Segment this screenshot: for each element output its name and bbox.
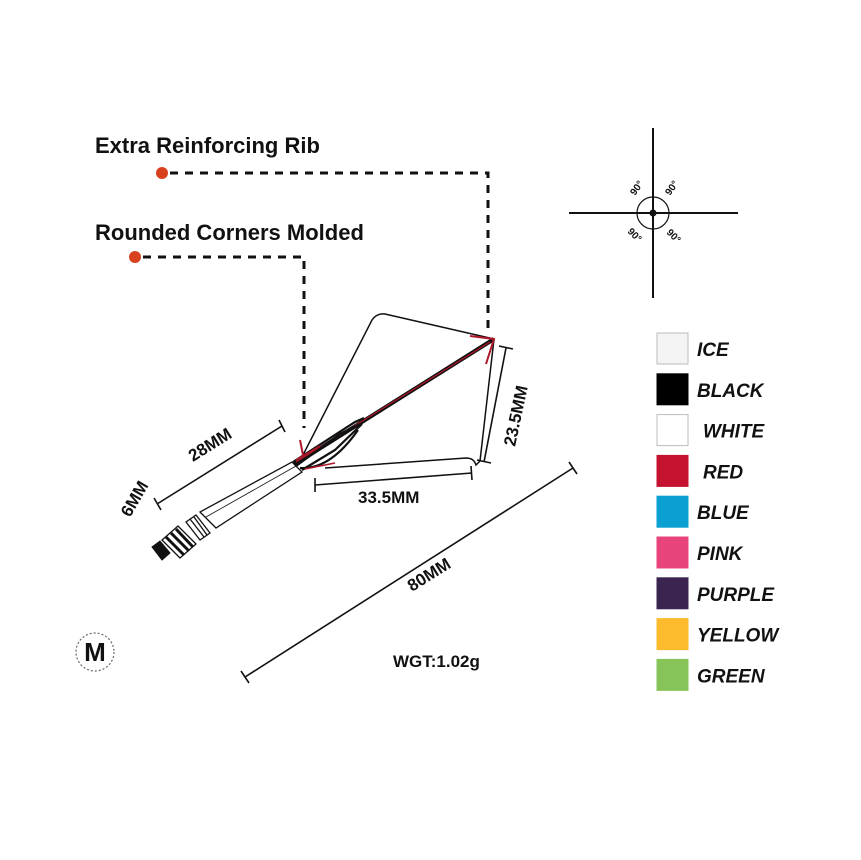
swatch-red [656, 454, 689, 487]
swatch-label-black: BLACK [697, 381, 765, 402]
swatch-label-green: GREEN [697, 666, 766, 687]
shaft-body [198, 461, 304, 529]
dim-overall [240, 461, 578, 684]
swatch-ice [656, 332, 689, 365]
swatch-label-ice: ICE [697, 340, 730, 361]
shaft-collar [185, 514, 211, 541]
swatch-green [656, 658, 689, 691]
swatch-yellow [656, 618, 689, 651]
flight-cage [292, 416, 365, 471]
dart-drawing [151, 313, 496, 561]
swatch-white [656, 414, 689, 447]
dim-thread-label: 6MM [117, 478, 152, 520]
callout-corners-label: Rounded Corners Molded [95, 220, 364, 245]
callout-corners-dot [129, 251, 141, 263]
swatch-label-purple: PURPLE [697, 585, 775, 606]
swatch-label-yellow: YELLOW [697, 626, 780, 647]
swatch-pink [656, 536, 689, 569]
callout-rib-leader [170, 171, 490, 335]
callout-rib-label: Extra Reinforcing Rib [95, 133, 320, 158]
swatch-label-pink: PINK [697, 544, 744, 565]
angle-label-bottom-right: 90° [664, 227, 682, 245]
angle-label-bottom-left: 90° [625, 226, 643, 244]
swatch-black [656, 373, 689, 406]
swatch-label-red: RED [703, 462, 743, 483]
dim-stem [153, 419, 286, 511]
angle-label-top-left: 90° [628, 179, 646, 198]
angle-label-top-right: 90° [663, 179, 681, 198]
swatch-purple [656, 577, 689, 610]
shaft-thread [151, 525, 197, 561]
dim-wing-height-label: 23.5MM [500, 384, 531, 448]
angle-cross: 90° 90° 90° 90° [569, 128, 738, 298]
dim-wing-height [476, 345, 514, 464]
upper-wing-outline [302, 313, 495, 456]
lower-wing-outline [324, 338, 495, 469]
callout-rib-dot [156, 167, 168, 179]
weight-label: WGT:1.02g [393, 652, 480, 671]
swatch-label-blue: BLUE [697, 503, 750, 524]
dim-wing-length [314, 465, 473, 492]
swatch-blue [656, 495, 689, 528]
callout-corners-leader [143, 255, 306, 428]
dim-wing-length-label: 33.5MM [358, 488, 419, 507]
swatch-label-white: WHITE [703, 422, 766, 443]
size-badge-letter: M [84, 637, 106, 667]
color-swatch-list: ICE BLACK WHITE RED BLUE PINK PURPLE YELLOW GREE… [656, 332, 780, 691]
size-badge [75, 632, 115, 672]
